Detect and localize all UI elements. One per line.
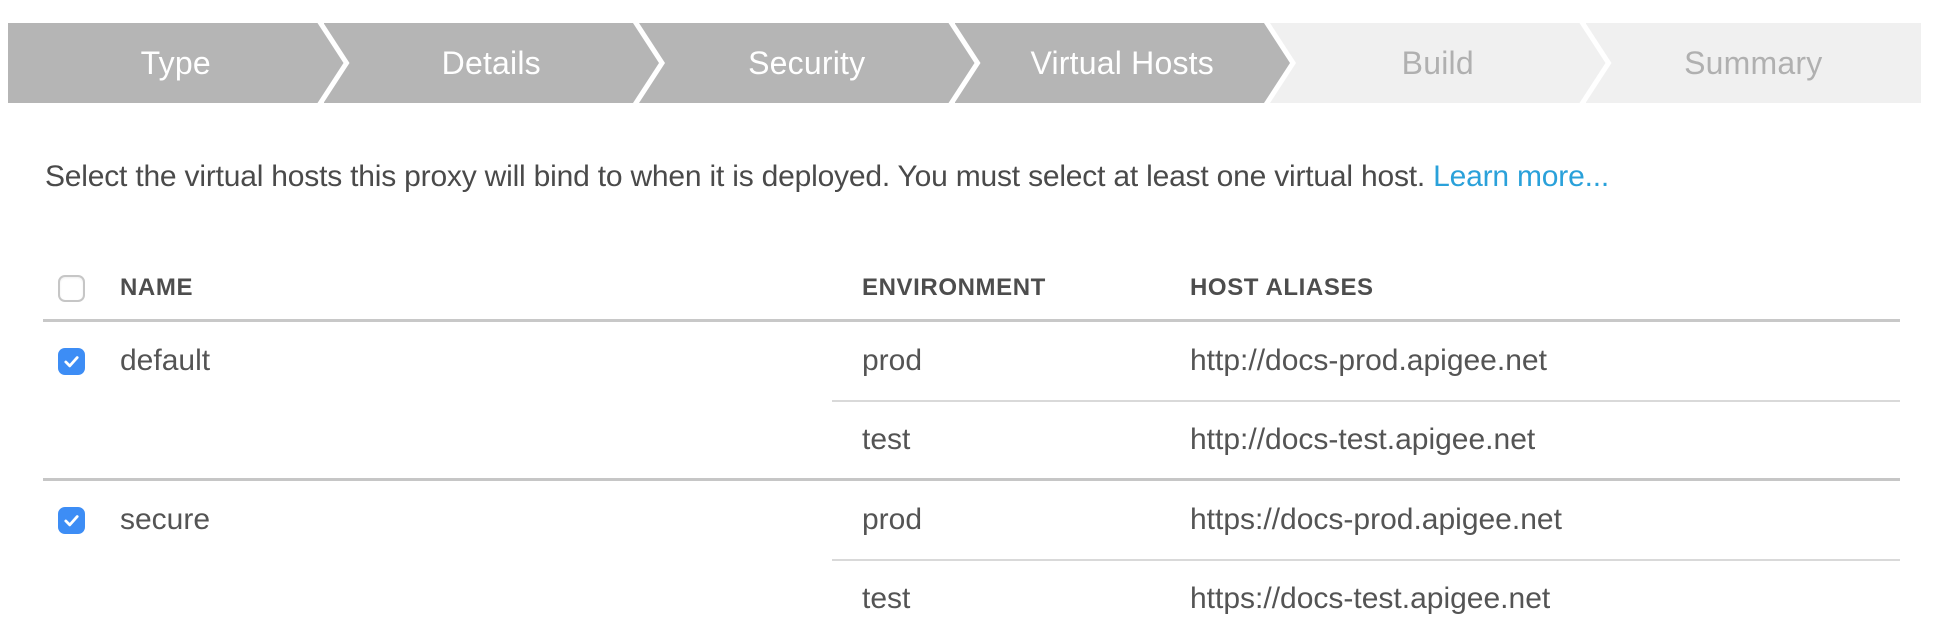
wizard-step-label: Build	[1401, 44, 1474, 81]
host-alias-value: https://docs-test.apigee.net	[1190, 582, 1551, 615]
environment-entry: test http://docs-test.apigee.net	[832, 400, 1900, 478]
select-all-checkbox[interactable]	[58, 274, 85, 302]
vhost-name: default	[120, 344, 211, 377]
description-text: Select the virtual hosts this proxy will…	[45, 160, 1426, 193]
row-checkbox-cell	[43, 481, 105, 559]
table-body: default prod http://docs-prod.apigee.net…	[43, 322, 1900, 628]
select-all-cell	[43, 274, 105, 302]
column-header-host-aliases: HOST ALIASES	[1190, 274, 1374, 301]
host-alias-value: http://docs-test.apigee.net	[1190, 423, 1536, 456]
environment-value: test	[862, 582, 911, 615]
environment-value: test	[862, 423, 911, 456]
wizard-step-type[interactable]: Type	[8, 23, 344, 103]
wizard-step-label: Security	[748, 44, 866, 81]
row-checkbox[interactable]	[58, 506, 85, 534]
table-row-group: secure prod https://docs-prod.apigee.net…	[43, 478, 1900, 628]
wizard-step-label: Type	[140, 44, 211, 81]
wizard-step-details[interactable]: Details	[324, 23, 660, 103]
wizard-step-security[interactable]: Security	[639, 23, 975, 103]
wizard-step-summary: Summary	[1585, 23, 1921, 103]
host-alias-value: http://docs-prod.apigee.net	[1190, 344, 1547, 377]
host-alias-value: https://docs-prod.apigee.net	[1190, 503, 1562, 536]
wizard-step-build: Build	[1270, 23, 1606, 103]
vhost-name: secure	[120, 503, 211, 536]
virtual-hosts-table: NAME ENVIRONMENT HOST ALIASES default pr…	[43, 257, 1900, 628]
wizard-step-virtual-hosts[interactable]: Virtual Hosts	[955, 23, 1291, 103]
wizard-stepper: Type Details Security Virtual Hosts Buil…	[8, 23, 1921, 103]
wizard-step-label: Virtual Hosts	[1030, 44, 1214, 81]
environment-entries: prod https://docs-prod.apigee.net test h…	[832, 481, 1900, 628]
row-checkbox[interactable]	[58, 347, 85, 375]
wizard-step-label: Summary	[1684, 44, 1823, 81]
environment-value: prod	[862, 344, 923, 377]
table-row-group: default prod http://docs-prod.apigee.net…	[43, 322, 1900, 478]
environment-entry: prod http://docs-prod.apigee.net	[832, 322, 1900, 400]
row-checkbox-cell	[43, 322, 105, 400]
environment-entry: prod https://docs-prod.apigee.net	[832, 481, 1900, 559]
column-header-environment: ENVIRONMENT	[862, 274, 1046, 301]
environment-value: prod	[862, 503, 923, 536]
learn-more-link[interactable]: Learn more...	[1433, 160, 1609, 193]
wizard-step-label: Details	[441, 44, 541, 81]
environment-entries: prod http://docs-prod.apigee.net test ht…	[832, 322, 1900, 478]
table-header-row: NAME ENVIRONMENT HOST ALIASES	[43, 257, 1900, 322]
environment-entry: test https://docs-test.apigee.net	[832, 559, 1900, 628]
column-header-name: NAME	[120, 274, 194, 301]
page-description: Select the virtual hosts this proxy will…	[45, 157, 1919, 197]
